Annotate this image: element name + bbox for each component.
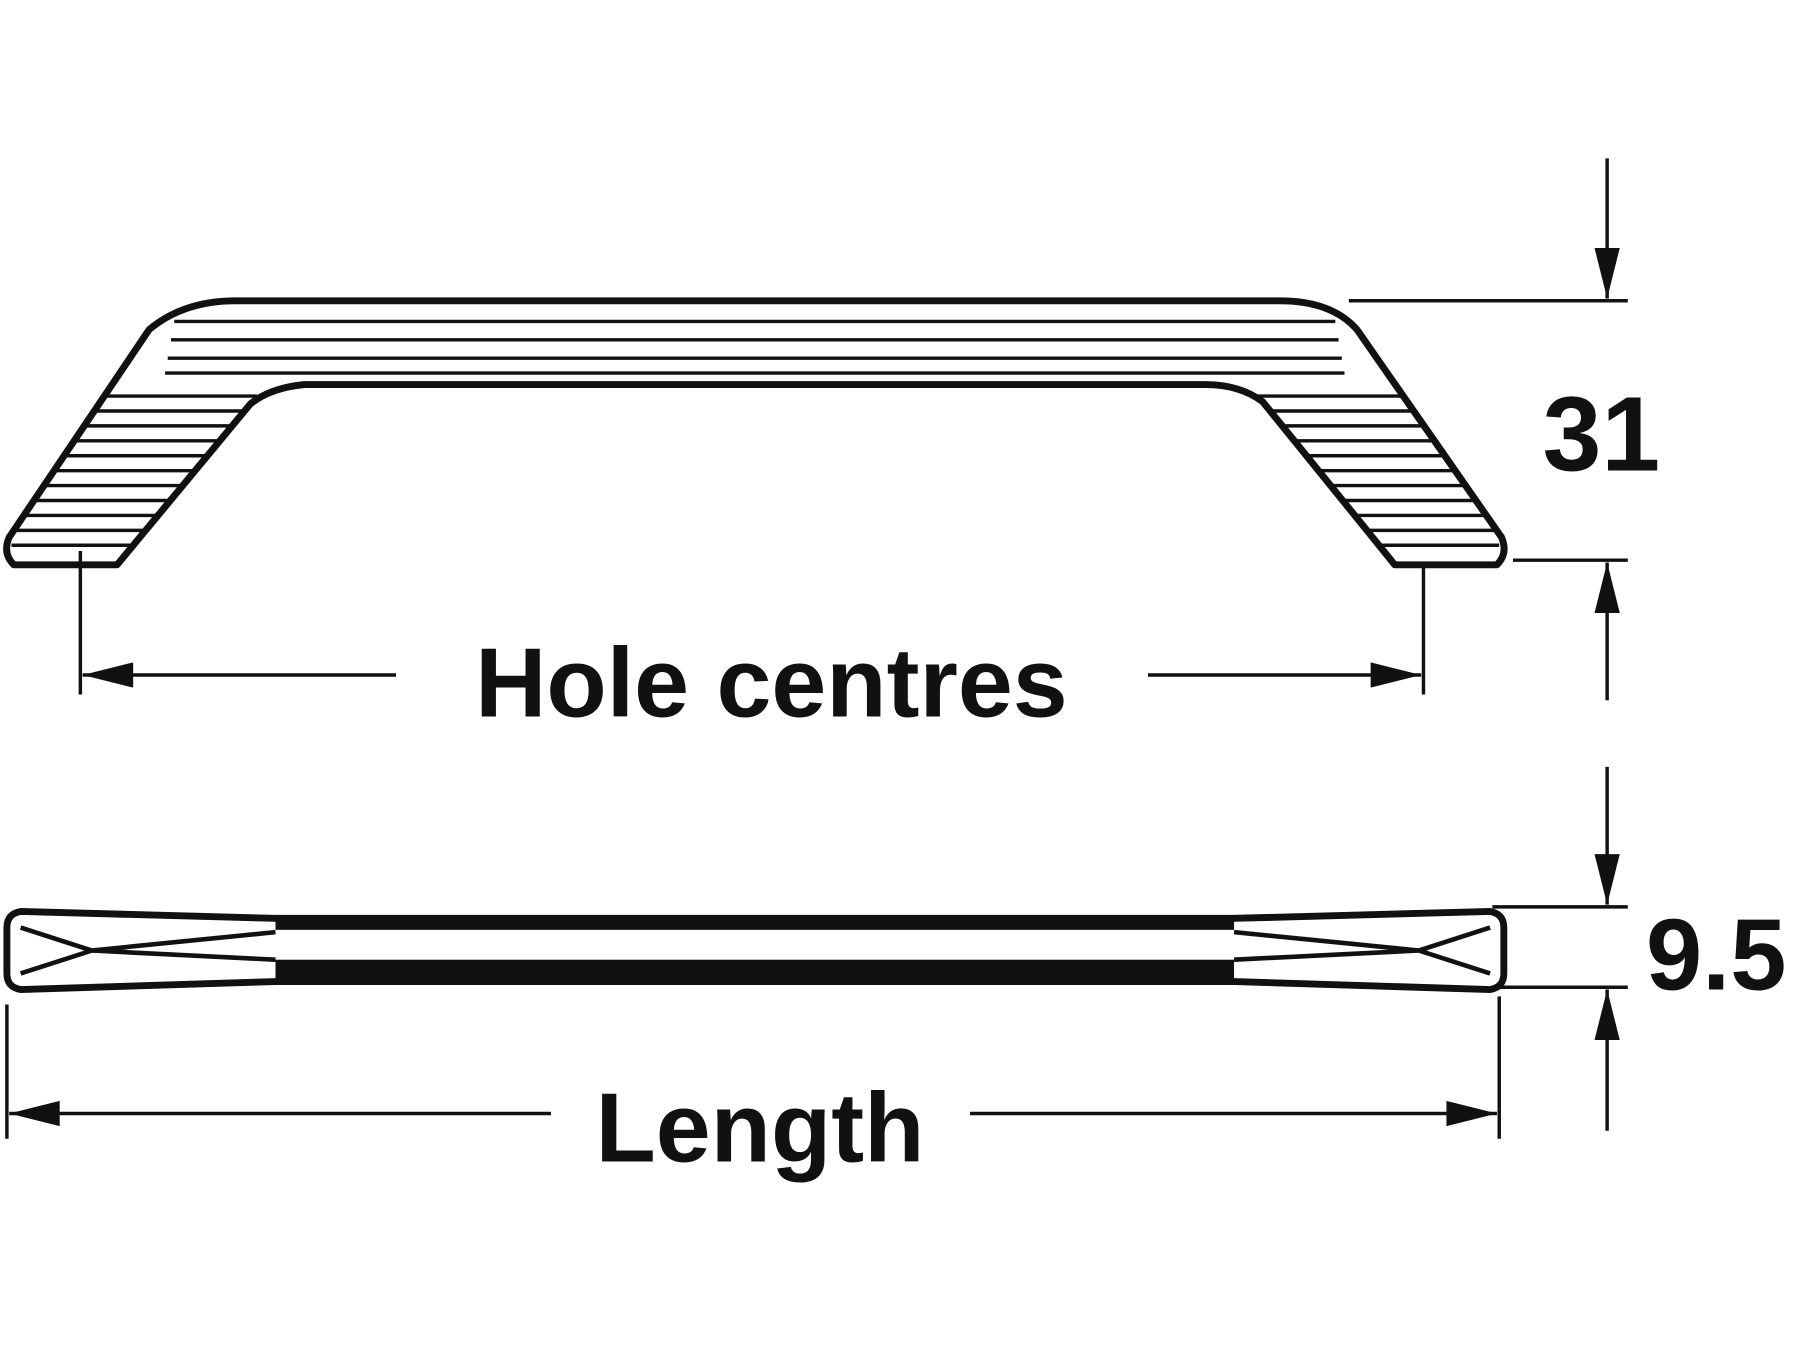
handle-top-view <box>3 297 1508 569</box>
height-value: 31 <box>1543 376 1660 494</box>
height-dimension: 31 <box>1348 158 1660 701</box>
hole-centres-label: Hole centres <box>475 627 1068 737</box>
length-dimension: Length <box>5 996 1501 1183</box>
hole-centres-dimension: Hole centres <box>78 551 1426 737</box>
thickness-dimension: 9.5 <box>1492 766 1786 1131</box>
length-label: Length <box>595 1073 924 1183</box>
thickness-value: 9.5 <box>1646 900 1786 1012</box>
handle-side-view <box>3 908 1508 993</box>
handle-hatching <box>11 319 1500 548</box>
